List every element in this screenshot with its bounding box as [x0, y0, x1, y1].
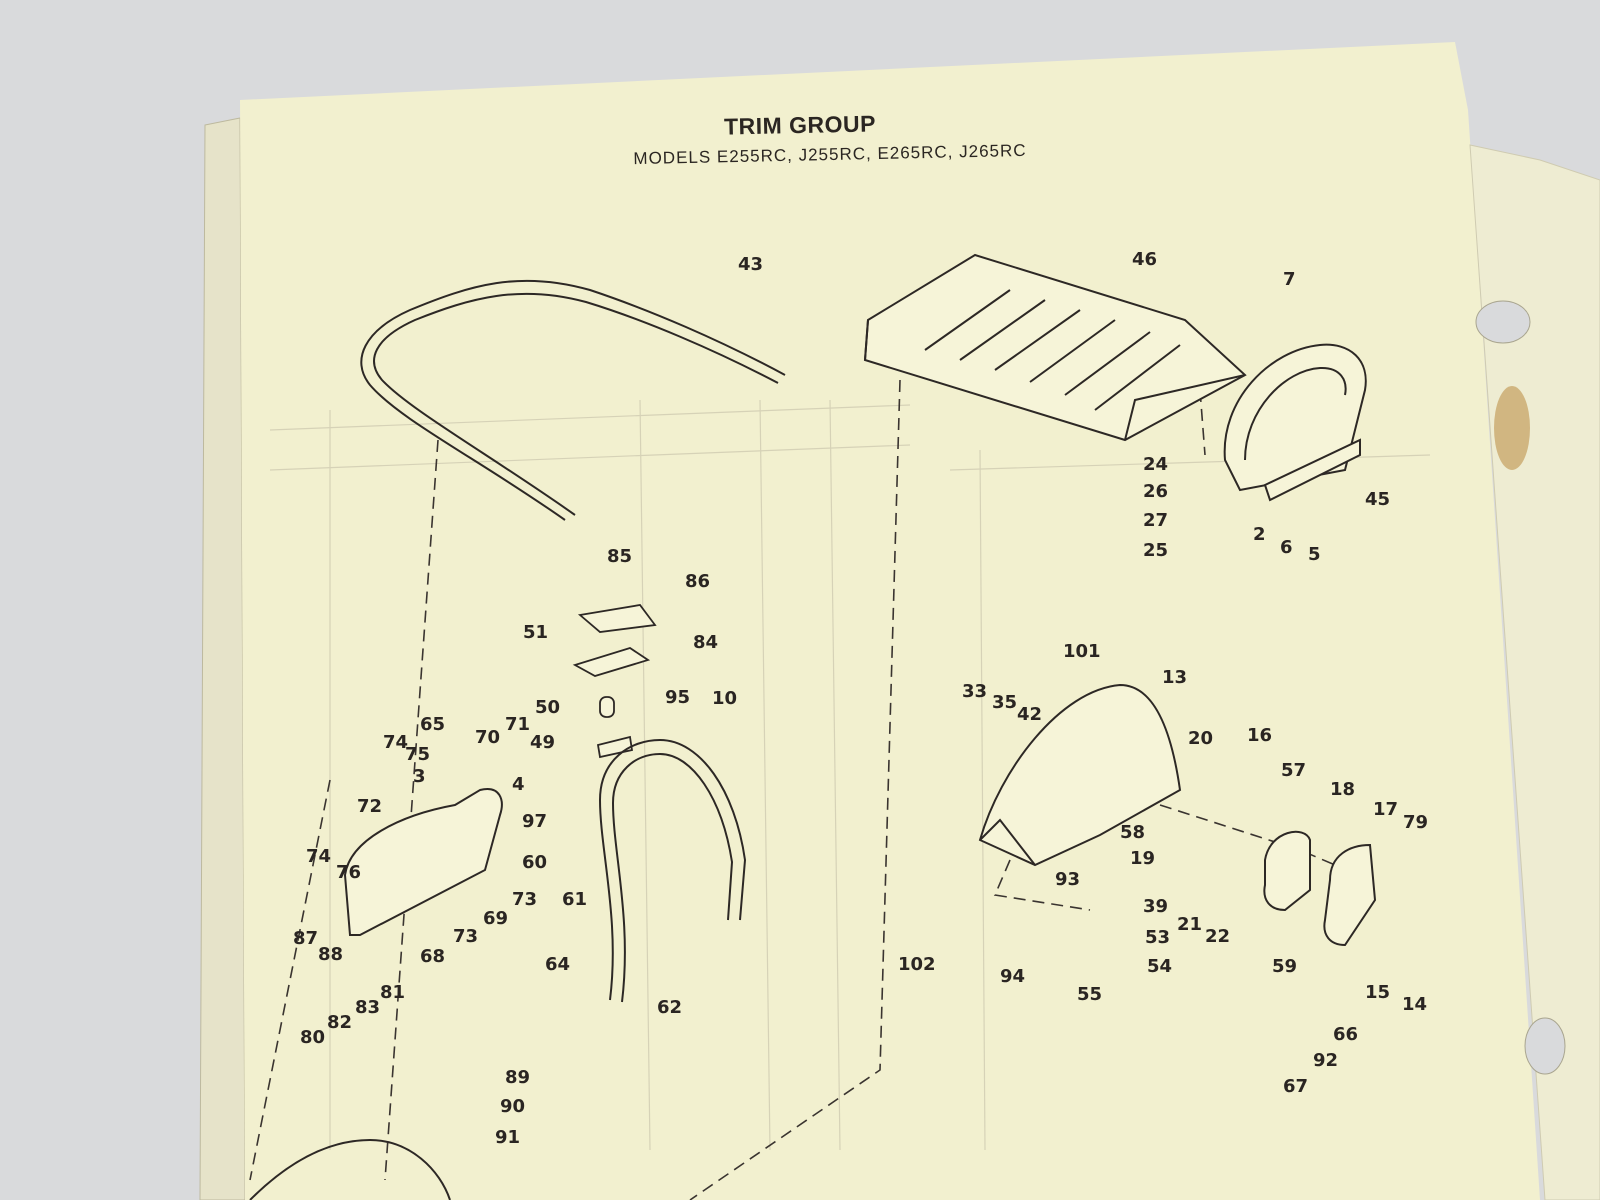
callout-17: 17 — [1373, 799, 1398, 820]
part-68-side-panel — [343, 788, 503, 936]
part-10-bow-arm — [598, 738, 747, 1003]
callout-7: 7 — [1283, 269, 1296, 290]
callout-93: 93 — [1055, 869, 1080, 890]
callout-79: 79 — [1403, 812, 1428, 833]
callout-95: 95 — [665, 687, 690, 708]
callout-67: 67 — [1283, 1076, 1308, 1097]
callout-14: 14 — [1402, 994, 1427, 1015]
callout-42: 42 — [1017, 704, 1042, 725]
callout-69: 69 — [483, 908, 508, 929]
callout-49: 49 — [530, 732, 555, 753]
callout-90: 90 — [500, 1096, 525, 1117]
callout-50: 50 — [535, 697, 560, 718]
callout-55: 55 — [1077, 984, 1102, 1005]
part-7-side-shield — [1223, 343, 1367, 502]
callout-74b: 74 — [306, 846, 331, 867]
callout-6: 6 — [1280, 537, 1293, 558]
callout-25: 25 — [1143, 540, 1168, 561]
callout-75: 75 — [405, 744, 430, 765]
callout-43: 43 — [738, 254, 763, 275]
callout-73b: 73 — [453, 926, 478, 947]
part-43-trim-bow — [360, 279, 786, 521]
callout-5: 5 — [1308, 544, 1321, 565]
callout-85: 85 — [607, 546, 632, 567]
callout-92: 92 — [1313, 1050, 1338, 1071]
callout-62: 62 — [657, 997, 682, 1018]
hinge-brackets — [572, 604, 657, 759]
callout-21: 21 — [1177, 914, 1202, 935]
callout-59: 59 — [1272, 956, 1297, 977]
callout-51: 51 — [523, 622, 548, 643]
callout-53: 53 — [1145, 927, 1170, 948]
callout-91: 91 — [495, 1127, 520, 1148]
callout-45: 45 — [1365, 489, 1390, 510]
callout-20: 20 — [1188, 728, 1213, 749]
callout-33: 33 — [962, 681, 987, 702]
faint-table — [269, 399, 1431, 1151]
callout-46: 46 — [1132, 249, 1157, 270]
callout-16: 16 — [1247, 725, 1272, 746]
callout-54: 54 — [1147, 956, 1172, 977]
callout-71: 71 — [505, 714, 530, 735]
callout-101: 101 — [1063, 641, 1101, 662]
callout-35: 35 — [992, 692, 1017, 713]
callout-82: 82 — [327, 1012, 352, 1033]
manual-page — [240, 42, 1540, 1200]
part-46-cover — [863, 253, 1247, 442]
callout-72: 72 — [357, 796, 382, 817]
callout-73: 73 — [512, 889, 537, 910]
callout-88: 88 — [318, 944, 343, 965]
callout-26: 26 — [1143, 481, 1168, 502]
callout-labels: 43 46 7 45 24 26 27 25 2 6 5 85 86 51 84… — [293, 249, 1428, 1148]
callout-83: 83 — [355, 997, 380, 1018]
callout-15: 15 — [1365, 982, 1390, 1003]
callout-13: 13 — [1162, 667, 1187, 688]
callout-80: 80 — [300, 1027, 325, 1048]
callout-58: 58 — [1120, 822, 1145, 843]
callout-61: 61 — [562, 889, 587, 910]
callout-57: 57 — [1281, 760, 1306, 781]
stain — [1494, 386, 1530, 470]
callout-39: 39 — [1143, 896, 1168, 917]
callout-94: 94 — [1000, 966, 1025, 987]
callout-2: 2 — [1253, 524, 1266, 545]
callout-70: 70 — [475, 727, 500, 748]
callout-3: 3 — [413, 766, 426, 787]
callout-89: 89 — [505, 1067, 530, 1088]
callout-10: 10 — [712, 688, 737, 709]
callout-60: 60 — [522, 852, 547, 873]
binder-hole-top — [1475, 300, 1531, 344]
part-17-lens — [1263, 830, 1377, 947]
callout-84: 84 — [693, 632, 718, 653]
callout-65: 65 — [420, 714, 445, 735]
callout-22: 22 — [1205, 926, 1230, 947]
callout-68: 68 — [420, 946, 445, 967]
callout-18: 18 — [1330, 779, 1355, 800]
callout-24: 24 — [1143, 454, 1168, 475]
callout-19: 19 — [1130, 848, 1155, 869]
callout-74: 74 — [383, 732, 408, 753]
callout-81: 81 — [380, 982, 405, 1003]
callout-102: 102 — [898, 954, 936, 975]
callout-86: 86 — [685, 571, 710, 592]
binder-hole-bottom — [1524, 1017, 1566, 1075]
callout-76: 76 — [336, 862, 361, 883]
lower-bar — [249, 1138, 451, 1200]
callout-66: 66 — [1333, 1024, 1358, 1045]
callout-4: 4 — [512, 774, 525, 795]
page-stack-edge — [199, 117, 246, 1200]
callout-87: 87 — [293, 928, 318, 949]
callout-27: 27 — [1143, 510, 1168, 531]
callout-97: 97 — [522, 811, 547, 832]
callout-64: 64 — [545, 954, 570, 975]
part-13-cover — [978, 683, 1182, 867]
